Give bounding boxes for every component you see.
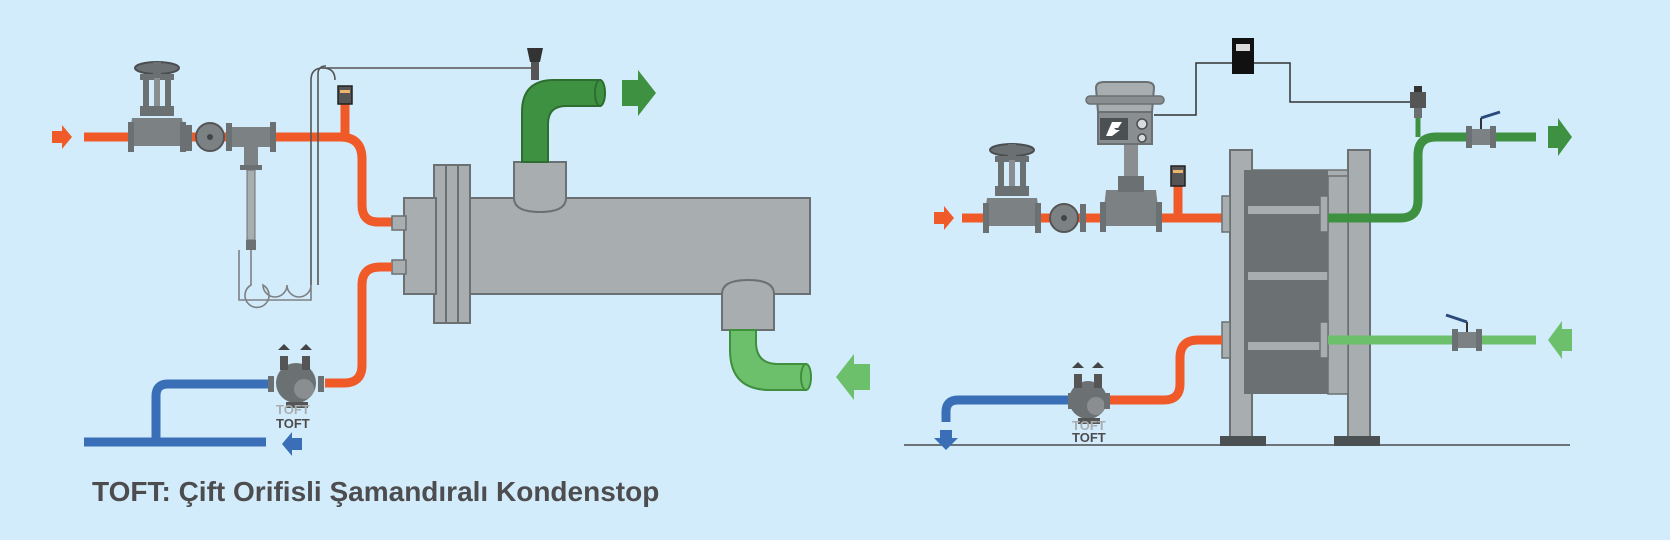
transmitter-right [1410, 86, 1426, 118]
float-trap-left [268, 344, 324, 408]
steam-line-left [84, 132, 392, 227]
cold-inlet-elbow-left [729, 329, 807, 391]
condensate-arrow-left [282, 432, 302, 456]
float-trap-right [1068, 362, 1110, 424]
hot-outlet-elbow-left [521, 79, 601, 163]
trap-label-right: TOFT [1072, 430, 1106, 445]
probe-stem-left [246, 169, 256, 241]
temperature-sensor-right [1170, 165, 1186, 187]
condensate-line-left [151, 379, 268, 440]
cold-inlet-arrow-left [836, 354, 870, 400]
trap-label-ghost-left: TOFT [276, 402, 310, 417]
hot-outlet-arrow-right [1548, 118, 1572, 156]
top-sensor-left [531, 62, 539, 80]
right-system: TOFT TOFT [904, 38, 1572, 450]
condensate-arrow-right [934, 430, 958, 450]
left-system: TOFT TOFT [52, 48, 870, 456]
condensate-line-right [941, 395, 1068, 422]
flanged-tee-left [232, 122, 276, 170]
plate-heat-exchanger [1220, 149, 1380, 446]
condensate-steam-line-left [325, 262, 392, 388]
condensate-steam-line-right [1108, 335, 1222, 405]
steam-inlet-arrow-left [52, 125, 72, 149]
strainer-right [1049, 203, 1086, 233]
strainer-left [186, 122, 232, 152]
shell-heat-exchanger [391, 161, 811, 331]
trap-label-ghost-right: TOFT [1072, 418, 1106, 433]
hot-outlet-arrow-left [622, 70, 656, 116]
hot-outlet-line-right [1328, 132, 1536, 223]
control-valve-right [1085, 81, 1165, 232]
controller-unit [1232, 38, 1254, 74]
capillary-left [238, 250, 312, 309]
steam-inlet-arrow-right [934, 206, 954, 230]
globe-valve-left [128, 61, 186, 152]
temperature-sensor-left [337, 85, 353, 105]
signal-wire-a [1154, 62, 1232, 116]
signal-wire-b [1254, 62, 1410, 103]
trap-label-left: TOFT [276, 416, 310, 431]
cold-inlet-arrow-right [1548, 321, 1572, 359]
caption-text: TOFT: Çift Orifisli Şamandıralı Kondenst… [92, 476, 660, 507]
ball-valve-cold-right [1445, 313, 1482, 351]
ball-valve-hot-right [1466, 110, 1501, 148]
globe-valve-right [983, 143, 1041, 233]
